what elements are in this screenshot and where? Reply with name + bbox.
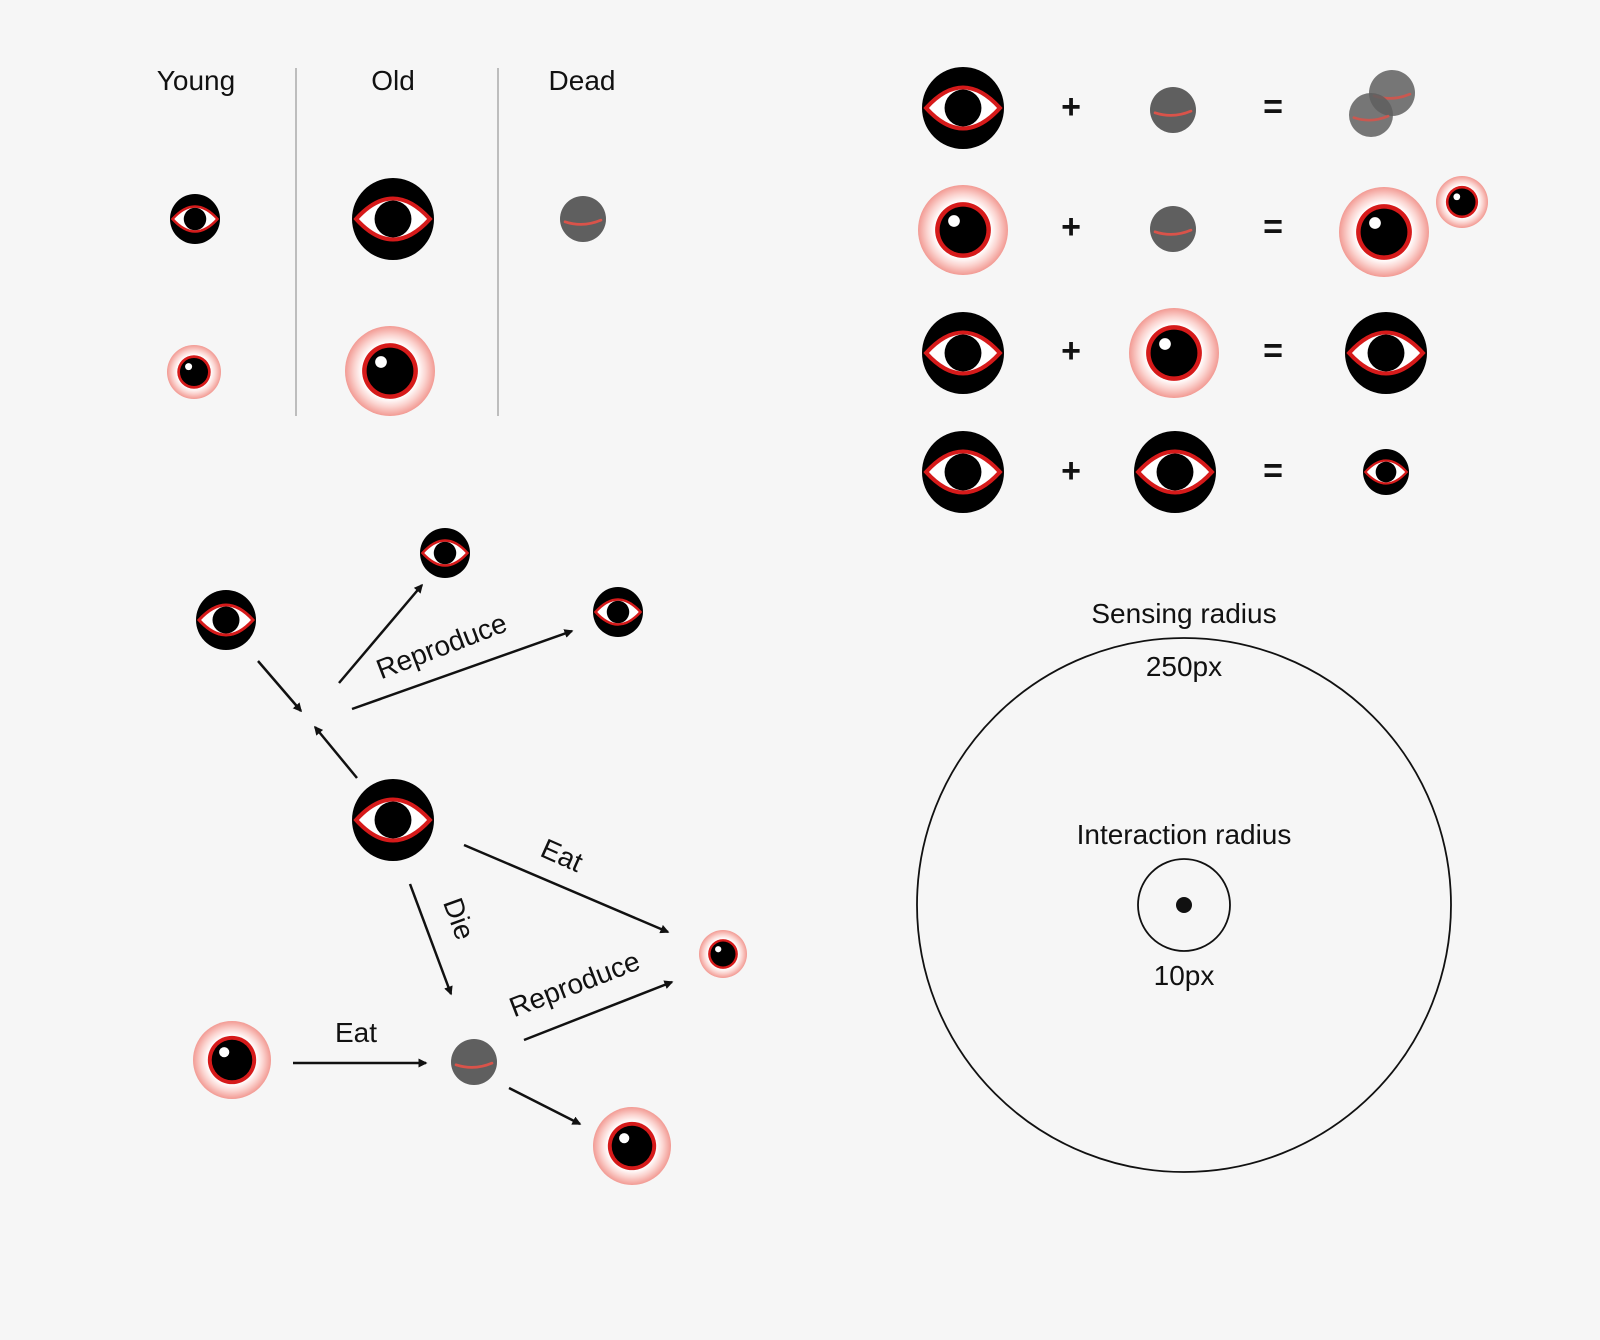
plus-sign: +: [1061, 452, 1081, 490]
arrow: [408, 883, 453, 996]
states-table: Young Old Dead: [157, 65, 616, 416]
predator-young-icon: [170, 194, 220, 244]
dead-cell-icon: [1349, 93, 1393, 137]
dead-cell-icon: [451, 1039, 497, 1085]
prey-eye-icon: [1129, 308, 1219, 398]
predator-eye-icon: [1134, 431, 1216, 513]
header-dead: Dead: [549, 65, 616, 96]
predator-eye-icon: [922, 312, 1004, 394]
equals-sign: =: [1263, 452, 1283, 490]
lifecycle-diagram: Reproduce Reproduce Eat Eat Die: [193, 528, 747, 1185]
prey-old-icon: [345, 326, 435, 416]
prey-eye-icon: [918, 185, 1008, 275]
equals-sign: =: [1263, 88, 1283, 126]
prey-offspring-icon: [593, 1107, 671, 1185]
reproduce-label: Reproduce: [505, 945, 644, 1023]
predator-parent-icon: [196, 590, 256, 650]
plus-sign: +: [1061, 208, 1081, 246]
predator-offspring-icon: [593, 587, 643, 637]
arrow: [338, 583, 423, 684]
header-old: Old: [371, 65, 415, 96]
plus-sign: +: [1061, 88, 1081, 126]
arrow: [523, 980, 674, 1042]
interaction-radius-value: 10px: [1154, 960, 1215, 991]
dead-cell-icon: [1150, 206, 1196, 252]
arrow: [314, 725, 358, 779]
plus-sign: +: [1061, 332, 1081, 370]
header-young: Young: [157, 65, 235, 96]
prey-eye-icon: [193, 1021, 271, 1099]
equals-sign: =: [1263, 208, 1283, 246]
radius-diagram: Sensing radius 250px Interaction radius …: [916, 598, 1452, 1173]
predator-eye-icon: [922, 67, 1004, 149]
equals-sign: =: [1263, 332, 1283, 370]
interaction-radius-title: Interaction radius: [1077, 819, 1292, 850]
predator-old-icon: [352, 779, 434, 861]
prey-eye-icon: [1339, 187, 1429, 277]
predator-eye-icon: [1345, 312, 1427, 394]
prey-young-icon: [167, 345, 221, 399]
sensing-radius-value: 250px: [1146, 651, 1222, 682]
dead-cell-icon: [1150, 87, 1196, 133]
sensing-radius-circle: [916, 637, 1452, 1173]
predator-offspring-icon: [420, 528, 470, 578]
eat-label: Eat: [335, 1017, 377, 1048]
sensing-radius-title: Sensing radius: [1091, 598, 1276, 629]
combination-rules: + = + = + = + =: [918, 67, 1488, 513]
dead-cell-icon: [560, 196, 606, 242]
interaction-radius-circle: [1137, 858, 1231, 952]
predator-eye-icon: [922, 431, 1004, 513]
eat-label: Eat: [536, 833, 587, 879]
arrow: [463, 843, 670, 934]
arrow: [508, 1086, 582, 1126]
arrow: [351, 629, 574, 711]
die-label: Die: [437, 894, 481, 944]
prey-offspring-icon: [699, 930, 747, 978]
predator-eye-icon: [1363, 449, 1409, 495]
arrow: [257, 660, 302, 713]
predator-old-icon: [352, 178, 434, 260]
agent-dot: [1176, 897, 1192, 913]
prey-eye-icon: [1436, 176, 1488, 228]
